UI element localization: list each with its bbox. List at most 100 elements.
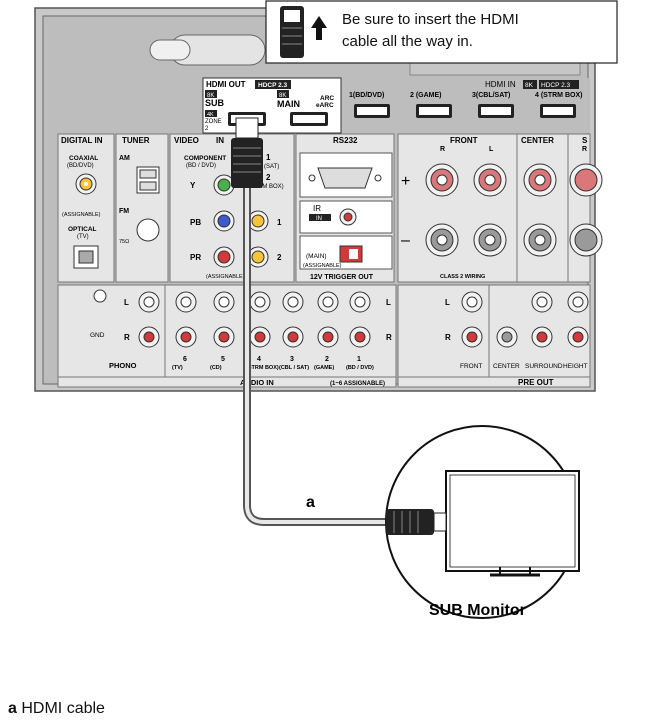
main-8k-badge: 8K xyxy=(279,93,286,99)
audio-in-jack-center xyxy=(354,296,366,308)
component-label: COMPONENT xyxy=(184,155,226,162)
audio-in-block: GND L R PHONO 6(TV)5(CD)4(STRM BOX)3(CBL… xyxy=(57,284,397,388)
audio-in-number: 3 xyxy=(290,356,294,363)
digital-in-title: DIGITAL IN xyxy=(61,136,103,145)
trigger-out-label: 12V TRIGGER OUT xyxy=(310,274,374,281)
audio-in-jack-center xyxy=(218,296,230,308)
hdmi-in-header: HDMI IN xyxy=(485,80,516,89)
audio-in-name: (STRM BOX) xyxy=(246,365,279,371)
audio-in-jack-center xyxy=(322,331,334,343)
pre-out-r-label: R xyxy=(445,333,451,342)
video-title: VIDEO xyxy=(174,136,199,145)
hdmi-out-hdcp-badge: HDCP 2.3 xyxy=(258,82,288,89)
coaxial-sub: (BD/DVD) xyxy=(67,163,94,169)
hdmi-out-header: HDMI OUT xyxy=(206,80,246,89)
minus-label: – xyxy=(401,232,410,249)
hdmi-in-1-label: 1(BD/DVD) xyxy=(349,92,384,99)
y-label: Y xyxy=(190,181,196,190)
hdmi-cable xyxy=(231,117,390,526)
audio-in-name: (GAME) xyxy=(314,365,334,371)
phono-label: PHONO xyxy=(109,361,137,370)
tuner-title: TUNER xyxy=(122,136,150,145)
video-comp1-label: 1 xyxy=(277,218,282,227)
audio-in-l-label: L xyxy=(386,298,391,307)
s-r-label: R xyxy=(582,146,587,153)
hdmi-out-block: HDMI OUT HDCP 2.3 8K SUB 4K ZONE 2 8K MA… xyxy=(202,77,342,134)
audio-in-number: 4 xyxy=(257,356,261,363)
monitor-label: SUB Monitor xyxy=(429,602,526,619)
hdmi-in-2-label: 2 (GAME) xyxy=(410,92,442,99)
front-l-label: L xyxy=(489,146,494,153)
fm-label: FM xyxy=(119,208,129,215)
zone-4k-badge: 4K xyxy=(207,112,214,118)
audio-in-jack-center xyxy=(180,296,192,308)
audio-in-jack-center xyxy=(254,296,266,308)
audio-in-number: 6 xyxy=(183,356,187,363)
zone-label: ZONE xyxy=(205,119,222,125)
figure-caption: a HDMI cable xyxy=(8,700,105,718)
main-label: MAIN xyxy=(277,99,300,109)
insert-callout: Be sure to insert the HDMI cable all the… xyxy=(265,0,618,64)
ir-label: IR xyxy=(313,204,321,213)
audio-in-jack-center xyxy=(254,331,266,343)
front-speaker-label: FRONT xyxy=(450,136,478,145)
hdmi-in-hdcp-badge: HDCP 2.3 xyxy=(541,82,571,89)
audio-in-number: 1 xyxy=(357,356,361,363)
front-r-label: R xyxy=(440,146,445,153)
plus-label: + xyxy=(401,173,410,190)
video-in-title: IN xyxy=(216,136,224,145)
audio-in-jack-center xyxy=(287,296,299,308)
pre-out-center: CENTER xyxy=(493,363,520,370)
video-1-label: 1 xyxy=(266,153,271,162)
am-label: AM xyxy=(119,155,130,162)
rs232-title: RS232 xyxy=(333,136,358,145)
audio-in-number: 2 xyxy=(325,356,329,363)
callout-line2: cable all the way in. xyxy=(342,33,473,50)
speaker-terminals: FRONT R L CENTER S R + – xyxy=(397,133,603,283)
phono-r-label: R xyxy=(124,333,130,342)
hdmi-in-4-label: 4 (STRM BOX) xyxy=(535,92,582,99)
s-speaker-label: S xyxy=(582,136,588,145)
audio-in-r-label: R xyxy=(386,333,392,342)
audio-in-jack-center xyxy=(354,331,366,343)
hdmi-in-block: HDMI IN 8K HDCP 2.3 1(BD/DVD) 2 (GAME) 3… xyxy=(342,78,590,133)
sub-label: SUB xyxy=(205,98,225,108)
assignable-label: (ASSIGNABLE) xyxy=(62,212,101,218)
pr-label: PR xyxy=(190,253,201,262)
video-2-sub: RM BOX) xyxy=(258,184,284,190)
hdmi-in-8k-badge: 8K xyxy=(525,82,534,89)
callout-line1: Be sure to insert the HDMI xyxy=(342,11,519,28)
pre-out-front: FRONT xyxy=(460,363,482,370)
sub-monitor xyxy=(385,425,580,619)
audio-in-jack-center xyxy=(218,331,230,343)
rs232-block: RS232 IR IN (MAIN) (ASSIGNABLE) 12V TRIG… xyxy=(295,133,395,283)
video-2-label: 2 xyxy=(266,173,271,182)
audio-in-jack-center xyxy=(322,296,334,308)
video-assignable: (ASSIGNABLE) xyxy=(206,274,245,280)
earc-label: eARC xyxy=(316,102,334,109)
class2-wiring-label: CLASS 2 WIRING xyxy=(440,274,485,280)
tuner-block: TUNER AM FM 75Ω xyxy=(115,133,169,283)
optical-sub: (TV) xyxy=(77,234,89,240)
pre-out-height: HEIGHT xyxy=(563,363,588,370)
audio-in-name: (CD) xyxy=(210,365,222,371)
optical-label: OPTICAL xyxy=(68,226,97,233)
pre-out-l-label: L xyxy=(445,298,450,307)
ohm-label: 75Ω xyxy=(119,239,129,245)
trigger-assignable-label: (ASSIGNABLE) xyxy=(303,263,342,269)
audio-in-name: (TV) xyxy=(172,365,183,371)
audio-in-number: 5 xyxy=(221,356,225,363)
audio-in-name: (BD / DVD) xyxy=(346,365,374,371)
audio-in-jack-center xyxy=(180,331,192,343)
hdmi-in-3-label: 3(CBL/SAT) xyxy=(472,92,510,99)
video-1-sub: (SAT) xyxy=(264,164,279,170)
caption-key: a xyxy=(8,700,17,717)
ir-in-label: IN xyxy=(316,216,322,222)
gnd-label: GND xyxy=(90,332,105,339)
caption-text: HDMI cable xyxy=(21,700,105,717)
phono-l-label: L xyxy=(124,298,129,307)
audio-in-assign-label: (1~6 ASSIGNABLE) xyxy=(330,381,385,387)
coaxial-label: COAXIAL xyxy=(69,155,98,162)
component-sub: (BD / DVD) xyxy=(186,163,216,169)
